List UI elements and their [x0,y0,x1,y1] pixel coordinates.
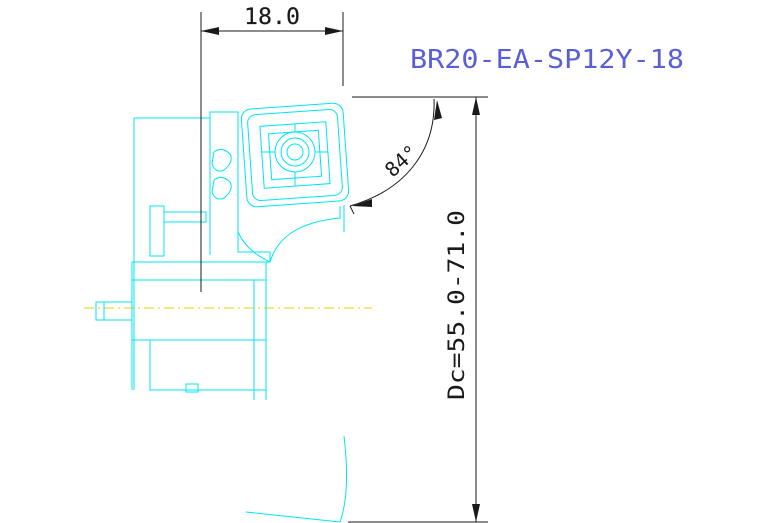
angle-dimension-label: 84° [380,140,423,182]
drawing-title: BR20-EA-SP12Y-18 [410,45,684,75]
cutter-body [95,102,350,523]
dimension-arrows [201,27,480,522]
diameter-dimension-label: Dc=55.0-71.0 [445,210,470,400]
insert [240,102,350,208]
dimension-lines [200,12,488,523]
width-dimension-label: 18.0 [244,5,300,30]
